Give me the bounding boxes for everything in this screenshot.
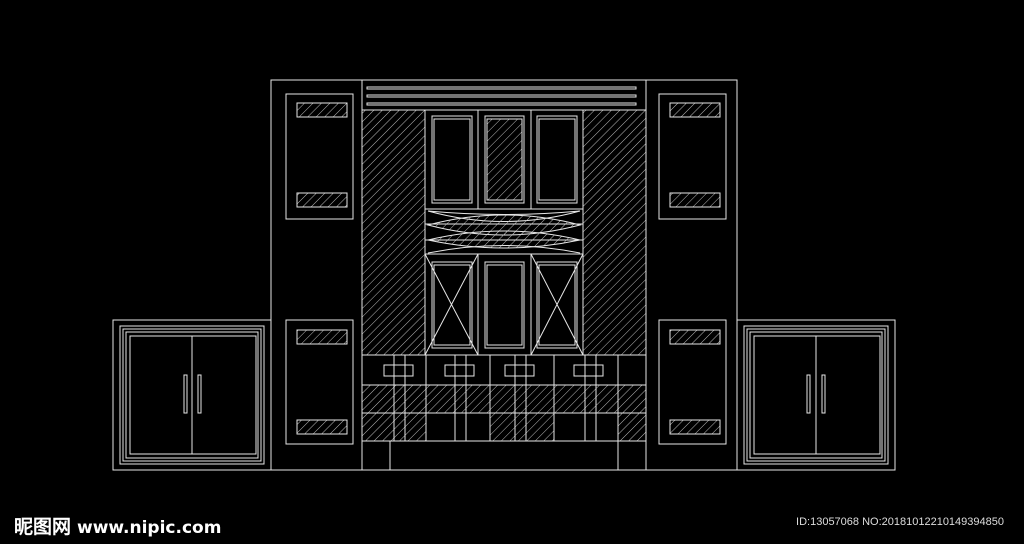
door-handle-icon xyxy=(821,374,826,414)
drawer-handle-icon xyxy=(573,364,604,377)
watermark-site: www.nipic.com xyxy=(77,518,222,538)
left-tall-column xyxy=(270,79,363,471)
right-tall-column xyxy=(645,79,738,471)
right-low-cabinet xyxy=(736,319,896,471)
left-low-cabinet xyxy=(112,319,272,471)
watermark-logo: 昵图网 xyxy=(14,516,72,538)
drawer-handle-icon xyxy=(383,364,414,377)
door-handle-icon xyxy=(183,374,188,414)
center-cabinet xyxy=(361,79,647,471)
drawer-handle-icon xyxy=(504,364,535,377)
drawer-handle-icon xyxy=(444,364,475,377)
door-handle-icon xyxy=(197,374,202,414)
image-id-label: ID:13057068 NO:20181012210149394850 xyxy=(796,516,1004,528)
door-handle-icon xyxy=(806,374,811,414)
